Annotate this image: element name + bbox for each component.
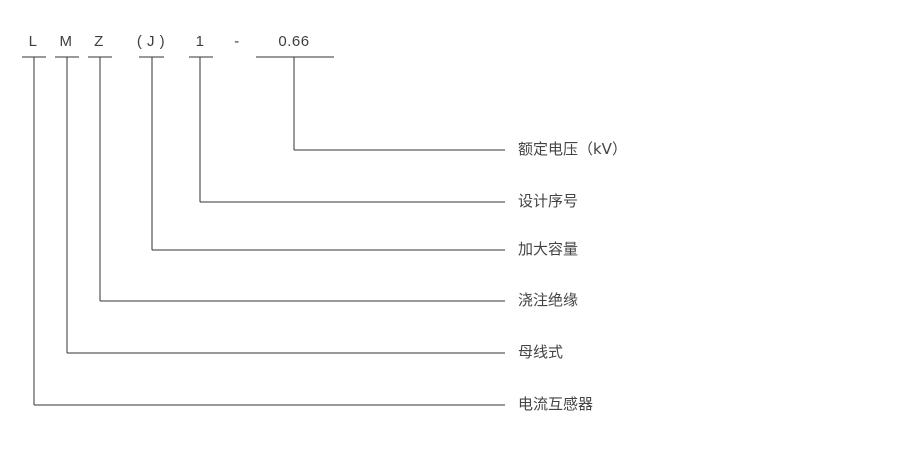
label-design-serial: 设计序号 [518,192,579,210]
code-segment-J: ( J ) [136,33,166,50]
code-segment-Z: Z [94,33,104,50]
code-segment-one: 1 [195,33,205,50]
code-segment-volt: 0.66 [278,33,310,50]
code-segment-dash: - [234,33,240,50]
label-cast-insulation: 浇注绝缘 [518,291,579,309]
label-current-transformer: 电流互感器 [518,395,594,413]
code-segment-M: M [59,33,73,50]
label-rated-voltage: 额定电压（kV） [518,140,627,158]
label-bus-bar-type: 母线式 [518,343,564,361]
code-segment-L: L [28,33,38,50]
label-increased-capacity: 加大容量 [518,240,579,258]
leader-line-paths [33,57,505,406]
